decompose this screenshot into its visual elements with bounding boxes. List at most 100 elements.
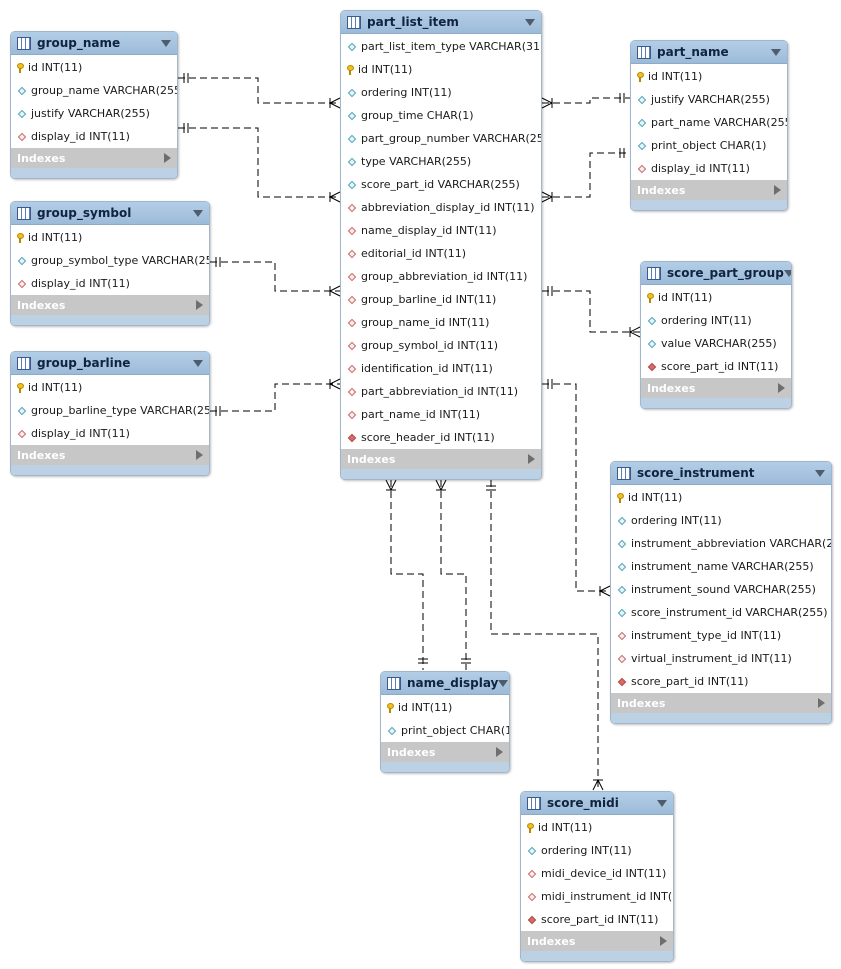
column-row[interactable]: display_id INT(11)	[11, 272, 209, 295]
column-row[interactable]: ordering INT(11)	[521, 839, 673, 862]
column-row[interactable]: display_id INT(11)	[11, 422, 209, 445]
collapse-arrow-icon[interactable]	[657, 799, 667, 807]
column-row[interactable]: ordering INT(11)	[611, 509, 831, 532]
collapse-arrow-icon[interactable]	[783, 269, 791, 277]
column-row[interactable]: score_instrument_id VARCHAR(255)	[611, 601, 831, 624]
column-row[interactable]: group_barline_id INT(11)	[341, 288, 541, 311]
indexes-section[interactable]: Indexes	[521, 931, 673, 951]
column-row[interactable]: score_header_id INT(11)	[341, 426, 541, 449]
column-row[interactable]: score_part_id VARCHAR(255)	[341, 173, 541, 196]
table-header[interactable]: group_name	[11, 32, 177, 55]
column-row[interactable]: group_barline_type VARCHAR(255)	[11, 399, 209, 422]
expand-arrow-icon[interactable]	[196, 450, 203, 460]
column-row[interactable]: group_name_id INT(11)	[341, 311, 541, 334]
indexes-section[interactable]: Indexes	[341, 449, 541, 469]
table-group-barline[interactable]: group_barline id INT(11) group_barline_t…	[10, 351, 210, 476]
column-row[interactable]: abbreviation_display_id INT(11)	[341, 196, 541, 219]
collapse-arrow-icon[interactable]	[193, 359, 203, 367]
column-row[interactable]: identification_id INT(11)	[341, 357, 541, 380]
column-row[interactable]: part_name VARCHAR(255)	[631, 111, 787, 134]
column-row[interactable]: instrument_name VARCHAR(255)	[611, 555, 831, 578]
table-header[interactable]: score_instrument	[611, 462, 831, 485]
column-row[interactable]: id INT(11)	[11, 226, 209, 249]
expand-arrow-icon[interactable]	[778, 383, 785, 393]
column-row[interactable]: group_time CHAR(1)	[341, 104, 541, 127]
table-part-list-item[interactable]: part_list_item part_list_item_type VARCH…	[340, 10, 542, 480]
column-row[interactable]: id INT(11)	[11, 56, 177, 79]
column-row[interactable]: part_name_id INT(11)	[341, 403, 541, 426]
collapse-arrow-icon[interactable]	[193, 209, 203, 217]
table-header[interactable]: score_midi	[521, 792, 673, 815]
column-row[interactable]: id INT(11)	[341, 58, 541, 81]
indexes-section[interactable]: Indexes	[11, 148, 177, 168]
column-row[interactable]: score_part_id INT(11)	[641, 355, 791, 378]
column-row[interactable]: part_abbreviation_id INT(11)	[341, 380, 541, 403]
column-row[interactable]: part_list_item_type VARCHAR(31)	[341, 35, 541, 58]
table-name-display[interactable]: name_display id INT(11) print_object CHA…	[380, 671, 510, 773]
expand-arrow-icon[interactable]	[528, 454, 535, 464]
expand-arrow-icon[interactable]	[660, 936, 667, 946]
column-row[interactable]: group_name VARCHAR(255)	[11, 79, 177, 102]
column-row[interactable]: value VARCHAR(255)	[641, 332, 791, 355]
column-row[interactable]: display_id INT(11)	[631, 157, 787, 180]
column-row[interactable]: id INT(11)	[631, 65, 787, 88]
table-score-midi[interactable]: score_midi id INT(11) ordering INT(11) m…	[520, 791, 674, 962]
table-part-name[interactable]: part_name id INT(11) justify VARCHAR(255…	[630, 40, 788, 211]
table-group-name[interactable]: group_name id INT(11) group_name VARCHAR…	[10, 31, 178, 179]
column-row[interactable]: type VARCHAR(255)	[341, 150, 541, 173]
column-row[interactable]: id INT(11)	[381, 696, 509, 719]
indexes-section[interactable]: Indexes	[631, 180, 787, 200]
table-header[interactable]: score_part_group	[641, 262, 791, 285]
collapse-arrow-icon[interactable]	[161, 39, 171, 47]
expand-arrow-icon[interactable]	[496, 747, 503, 757]
indexes-section[interactable]: Indexes	[11, 445, 209, 465]
column-row[interactable]: id INT(11)	[641, 286, 791, 309]
column-row[interactable]: virtual_instrument_id INT(11)	[611, 647, 831, 670]
column-row[interactable]: group_symbol_id INT(11)	[341, 334, 541, 357]
column-row[interactable]: instrument_abbreviation VARCHAR(255)	[611, 532, 831, 555]
column-row[interactable]: part_group_number VARCHAR(255)	[341, 127, 541, 150]
column-row[interactable]: justify VARCHAR(255)	[11, 102, 177, 125]
column-label: id INT(11)	[658, 291, 713, 304]
indexes-section[interactable]: Indexes	[641, 378, 791, 398]
column-row[interactable]: ordering INT(11)	[341, 81, 541, 104]
column-row[interactable]: print_object CHAR(1)	[381, 719, 509, 742]
column-row[interactable]: id INT(11)	[11, 376, 209, 399]
column-row[interactable]: ordering INT(11)	[641, 309, 791, 332]
column-row[interactable]: midi_instrument_id INT(11)	[521, 885, 673, 908]
column-row[interactable]: id INT(11)	[611, 486, 831, 509]
column-row[interactable]: score_part_id INT(11)	[611, 670, 831, 693]
column-row[interactable]: display_id INT(11)	[11, 125, 177, 148]
table-header[interactable]: group_barline	[11, 352, 209, 375]
collapse-arrow-icon[interactable]	[771, 48, 781, 56]
table-header[interactable]: part_list_item	[341, 11, 541, 34]
collapse-arrow-icon[interactable]	[498, 679, 509, 687]
column-row[interactable]: id INT(11)	[521, 816, 673, 839]
column-row[interactable]: score_part_id INT(11)	[521, 908, 673, 931]
indexes-section[interactable]: Indexes	[381, 742, 509, 762]
collapse-arrow-icon[interactable]	[815, 469, 825, 477]
table-header[interactable]: part_name	[631, 41, 787, 64]
column-row[interactable]: group_abbreviation_id INT(11)	[341, 265, 541, 288]
column-row[interactable]: midi_device_id INT(11)	[521, 862, 673, 885]
table-group-symbol[interactable]: group_symbol id INT(11) group_symbol_typ…	[10, 201, 210, 326]
column-row[interactable]: instrument_sound VARCHAR(255)	[611, 578, 831, 601]
expand-arrow-icon[interactable]	[196, 300, 203, 310]
table-score-instrument[interactable]: score_instrument id INT(11) ordering INT…	[610, 461, 832, 724]
collapse-arrow-icon[interactable]	[525, 18, 535, 26]
column-row[interactable]: print_object CHAR(1)	[631, 134, 787, 157]
table-header[interactable]: name_display	[381, 672, 509, 695]
table-header[interactable]: group_symbol	[11, 202, 209, 225]
table-icon	[17, 206, 31, 220]
expand-arrow-icon[interactable]	[774, 185, 781, 195]
expand-arrow-icon[interactable]	[818, 698, 825, 708]
expand-arrow-icon[interactable]	[164, 153, 171, 163]
table-score-part-group[interactable]: score_part_group id INT(11) ordering INT…	[640, 261, 792, 409]
indexes-section[interactable]: Indexes	[11, 295, 209, 315]
column-row[interactable]: justify VARCHAR(255)	[631, 88, 787, 111]
column-row[interactable]: instrument_type_id INT(11)	[611, 624, 831, 647]
column-row[interactable]: group_symbol_type VARCHAR(255)	[11, 249, 209, 272]
column-row[interactable]: editorial_id INT(11)	[341, 242, 541, 265]
column-row[interactable]: name_display_id INT(11)	[341, 219, 541, 242]
indexes-section[interactable]: Indexes	[611, 693, 831, 713]
